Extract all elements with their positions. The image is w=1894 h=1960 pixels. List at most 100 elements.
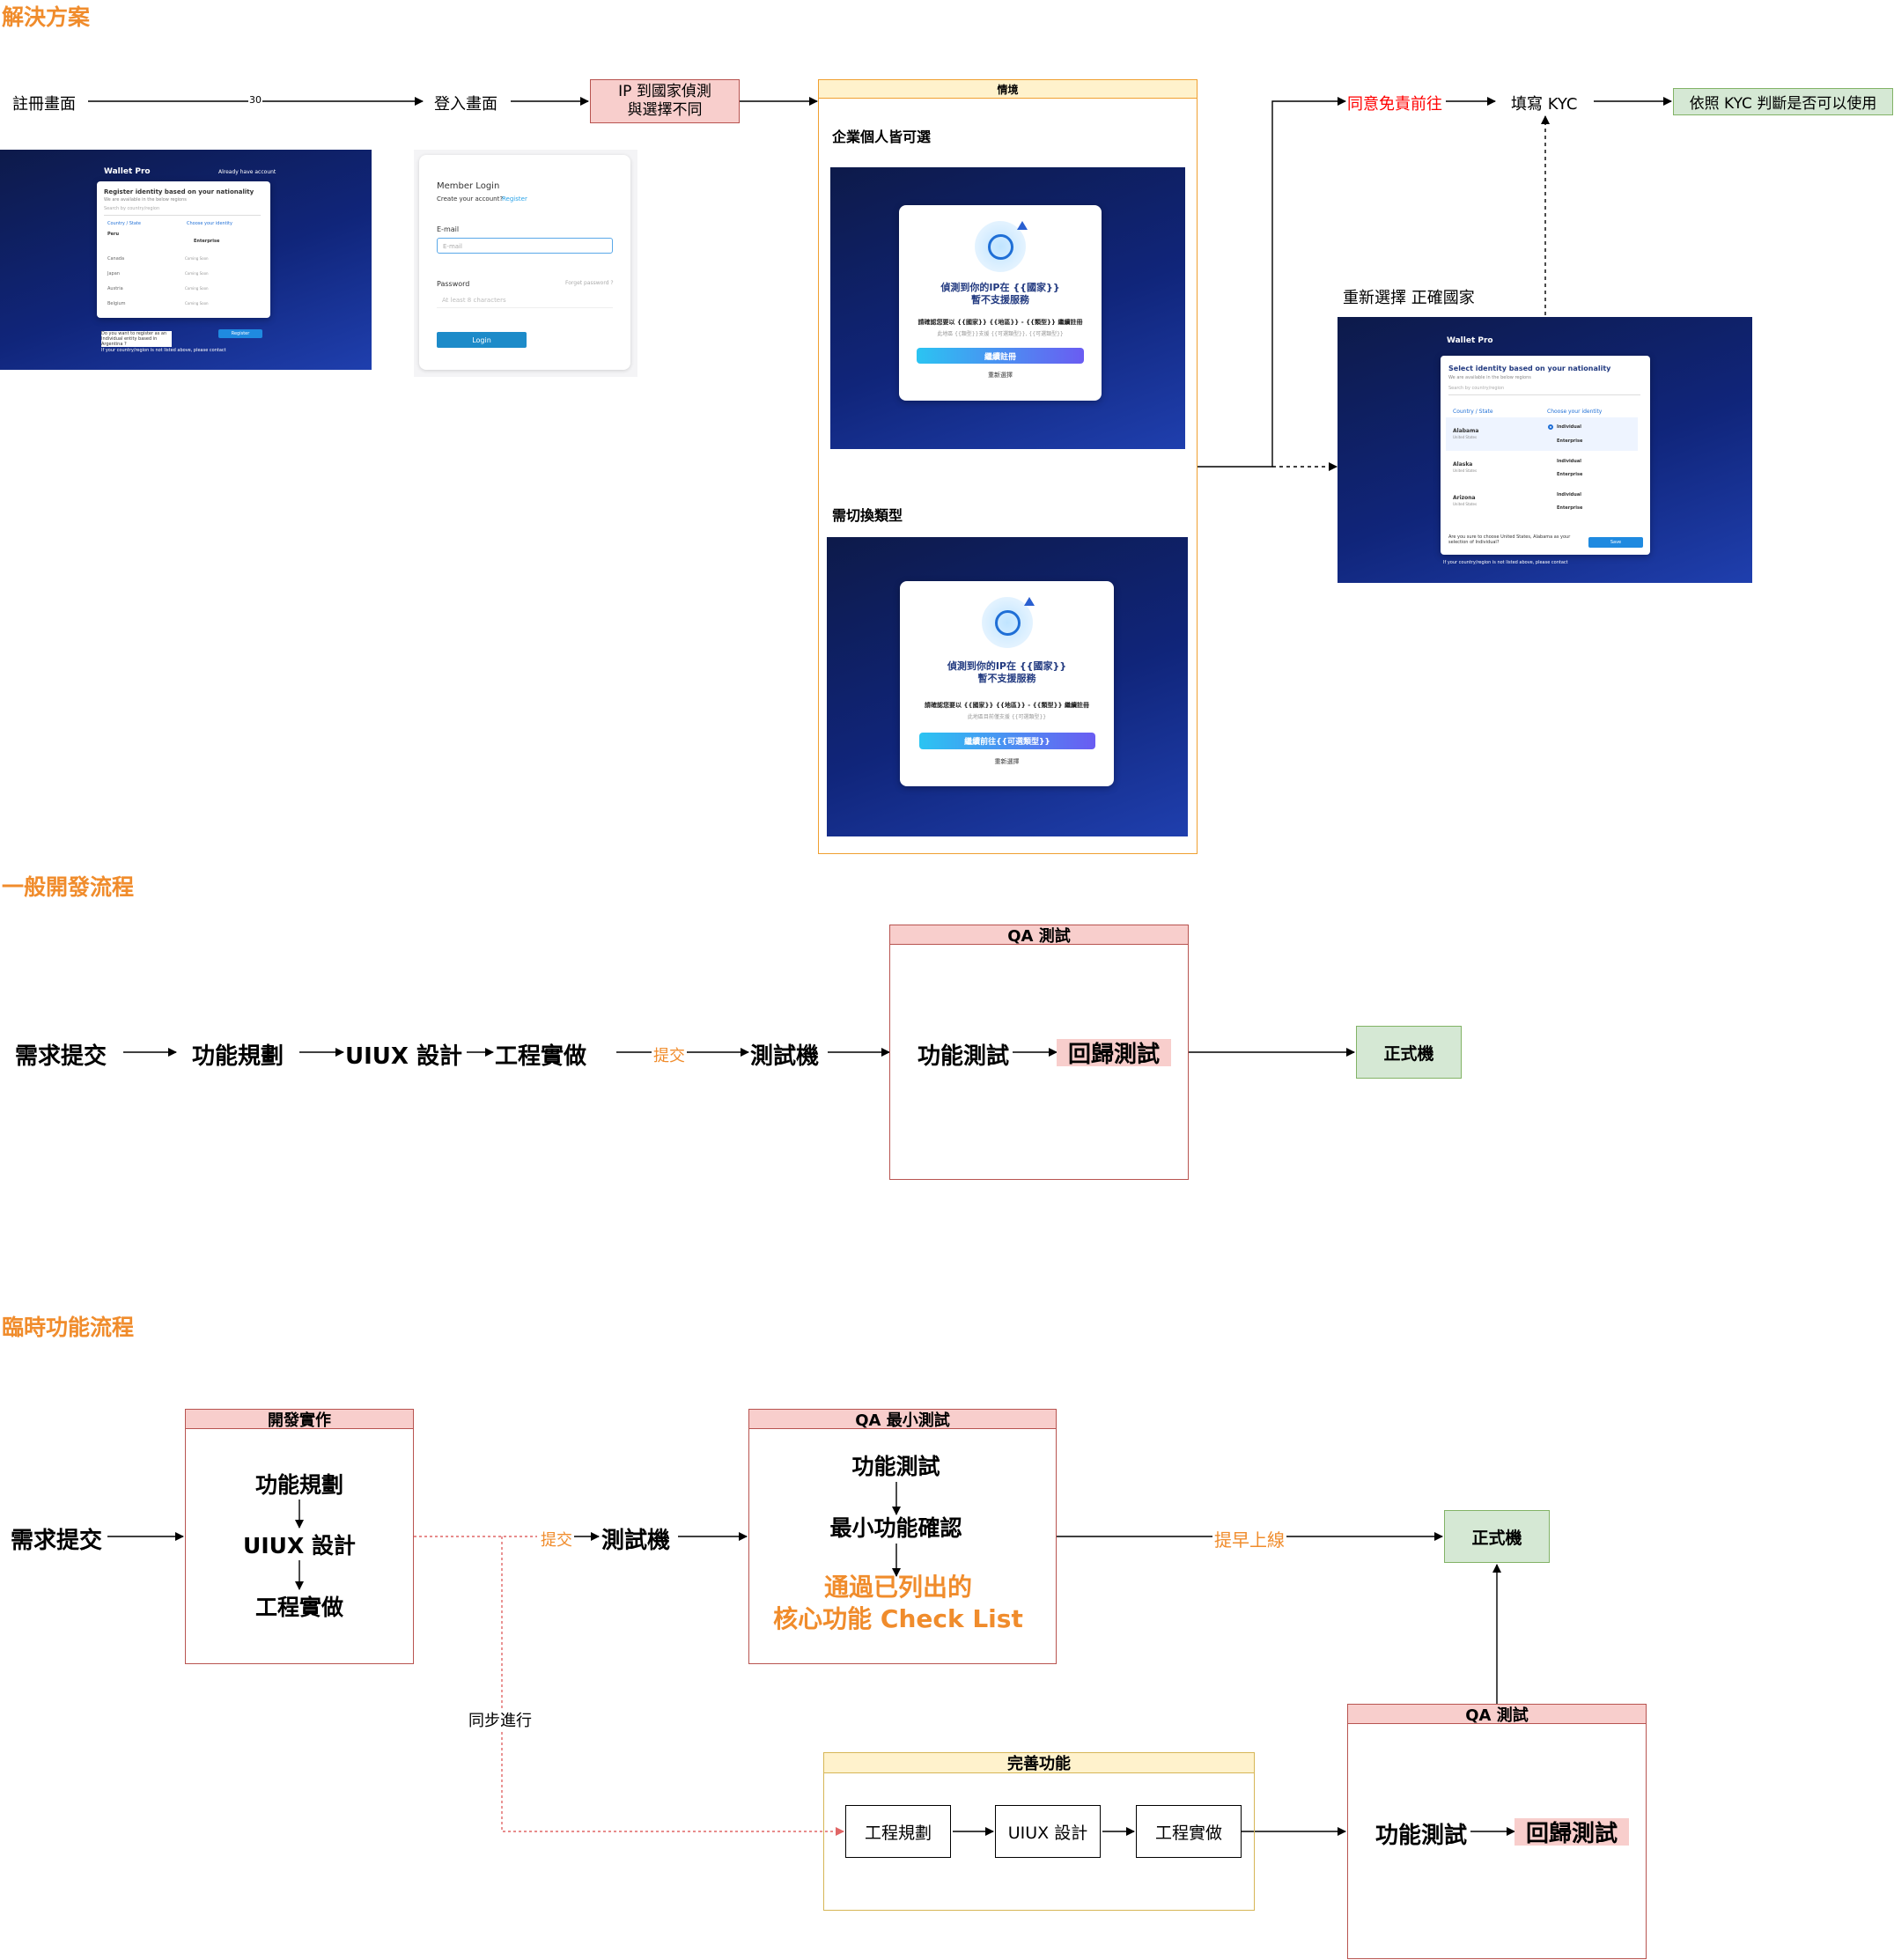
- continue-type-button[interactable]: 繼續前往{{可選類型}}: [919, 733, 1095, 749]
- login-title: Member Login: [437, 181, 500, 191]
- section-title-solution: 解決方案: [2, 4, 91, 30]
- t-func-test-2: 功能測試: [1375, 1823, 1468, 1849]
- popup-b-card: 偵測到你的IP在 {{國家}} 暫不支援服務 請確認您要以 {{國家}} {{地…: [900, 581, 1114, 786]
- identity-option[interactable]: Enterprise: [1557, 472, 1583, 477]
- g-func-test: 功能測試: [918, 1043, 1010, 1070]
- brand-logo: Wallet Pro: [104, 167, 151, 176]
- g-qa-header: QA 測試: [890, 925, 1188, 946]
- forget-password-link[interactable]: Forget password ?: [565, 280, 614, 286]
- identity-option[interactable]: Individual: [1557, 424, 1581, 430]
- t-uiux: UIUX 設計: [243, 1533, 356, 1558]
- popup-b-sub: 此地區目前僅支援 {{可選類型}}: [967, 714, 1047, 720]
- search-input[interactable]: Search by country/region: [104, 206, 261, 216]
- popup-a-title: 偵測到你的IP在 {{國家}} 暫不支援服務: [940, 282, 1060, 306]
- edge-label-30: 30: [248, 94, 262, 106]
- reselect-link[interactable]: 重新選擇: [994, 758, 1020, 765]
- node-agree-disclaimer: 同意免責前往: [1347, 95, 1442, 114]
- select-identity-mockup: Wallet Pro Select identity based on your…: [1338, 317, 1752, 583]
- scenario-b-title: 需切換類型: [832, 507, 903, 524]
- identity-option[interactable]: Enterprise: [194, 239, 220, 244]
- identity-option[interactable]: Enterprise: [1557, 438, 1583, 444]
- reselect-link[interactable]: 重新選擇: [988, 372, 1013, 379]
- register-confirm-text: Do you want to register as an Individual…: [101, 331, 172, 347]
- country-row[interactable]: Peru: [107, 232, 120, 237]
- g-feature-plan: 功能規劃: [192, 1043, 284, 1070]
- identity-option[interactable]: Individual: [1557, 459, 1581, 464]
- identity-option[interactable]: Individual: [1557, 492, 1581, 497]
- t-regression: 回歸測試: [1514, 1818, 1629, 1847]
- country-row[interactable]: Alaska: [1453, 461, 1473, 468]
- password-label: Password: [437, 280, 470, 288]
- column-identity: Choose your identity: [187, 221, 232, 226]
- popup-a-desc: 請確認您要以 {{國家}} {{地區}} - {{類型}} 繼續註冊: [918, 319, 1083, 326]
- login-screen-mockup: Member Login Create your account? Regist…: [414, 150, 637, 377]
- password-field[interactable]: At least 8 characters: [437, 292, 613, 308]
- t-requirement: 需求提交: [11, 1528, 103, 1554]
- t-feature-plan: 功能規劃: [254, 1472, 343, 1498]
- popup-b-mockup: 偵測到你的IP在 {{國家}} 暫不支援服務 請確認您要以 {{國家}} {{地…: [827, 537, 1188, 836]
- save-button[interactable]: Save: [1588, 537, 1643, 548]
- popup-a-sub: 此地區 {{類型}}支援 {{可選類型}}, {{可選類型}}: [937, 331, 1064, 337]
- country-row-sub: United States: [1453, 502, 1478, 506]
- g-production: 正式機: [1356, 1026, 1462, 1079]
- section-title-general: 一般開發流程: [2, 874, 135, 900]
- warning-icon: [1024, 597, 1035, 606]
- node-ip-detection: IP 到國家偵測 與選擇不同: [590, 79, 740, 123]
- g-uiux: UIUX 設計: [345, 1043, 462, 1070]
- country-row[interactable]: Canada: [107, 256, 125, 262]
- register-button[interactable]: Register: [218, 329, 262, 338]
- email-field[interactable]: E-mail: [437, 238, 613, 254]
- popup-b-title: 偵測到你的IP在 {{國家}} 暫不支援服務: [947, 660, 1067, 684]
- radio-icon[interactable]: [1548, 424, 1553, 430]
- continue-register-button[interactable]: 繼續註冊: [917, 348, 1084, 364]
- g-submit-label: 提交: [652, 1043, 687, 1066]
- node-login-screen: 登入畫面: [434, 95, 497, 114]
- country-row[interactable]: Arizona: [1453, 495, 1476, 501]
- select-card-subtitle: We are available in the below regions: [1448, 375, 1531, 380]
- coming-soon-badge: Coming Soon: [185, 256, 209, 261]
- section-title-temporary: 臨時功能流程: [2, 1315, 135, 1340]
- t-production: 正式機: [1444, 1510, 1550, 1563]
- already-account-link[interactable]: Already have account: [218, 169, 276, 175]
- selected-row-highlight: [1446, 417, 1638, 451]
- country-row-sub: United States: [1453, 435, 1478, 439]
- t-improve-container: 完善功能: [823, 1752, 1255, 1911]
- t-uiux-2: UIUX 設計: [995, 1805, 1101, 1858]
- popup-b-desc: 請確認您要以 {{國家}} {{地區}} - {{類型}} 繼續註冊: [925, 702, 1089, 709]
- search-input[interactable]: Search by country/region: [1448, 386, 1640, 395]
- t-engineering-2: 工程實做: [1136, 1805, 1242, 1858]
- popup-a-mockup: 偵測到你的IP在 {{國家}} 暫不支援服務 請確認您要以 {{國家}} {{地…: [830, 167, 1185, 449]
- country-row-sub: United States: [1453, 468, 1478, 473]
- contact-text: If your country/region is not listed abo…: [101, 348, 226, 353]
- country-row[interactable]: Belgium: [107, 301, 126, 306]
- email-label: E-mail: [437, 225, 460, 233]
- select-card: Select identity based on your nationalit…: [1441, 356, 1650, 555]
- t-improve-header: 完善功能: [824, 1753, 1254, 1773]
- g-engineering: 工程實做: [495, 1043, 587, 1070]
- edge-scenario-agree: [1198, 97, 1346, 468]
- register-card-title: Register identity based on your national…: [104, 188, 254, 195]
- g-qa-container: QA 測試: [889, 925, 1189, 1180]
- identity-option[interactable]: Enterprise: [1557, 505, 1583, 511]
- popup-a-card: 偵測到你的IP在 {{國家}} 暫不支援服務 請確認您要以 {{國家}} {{地…: [899, 205, 1102, 401]
- country-row[interactable]: Austria: [107, 286, 123, 291]
- register-link[interactable]: Register: [502, 195, 527, 203]
- node-reselect-country: 重新選擇 正確國家: [1343, 289, 1475, 307]
- login-card: Member Login Create your account? Regist…: [419, 155, 630, 370]
- country-row[interactable]: Japan: [107, 271, 120, 276]
- country-row[interactable]: Alabama: [1453, 428, 1479, 434]
- scenario-header: 情境: [819, 80, 1197, 99]
- t-qa-container: QA 測試: [1347, 1704, 1647, 1959]
- t-qa-min-header: QA 最小測試: [749, 1410, 1056, 1430]
- select-card-title: Select identity based on your nationalit…: [1448, 365, 1611, 372]
- t-dev-container: 開發實作: [185, 1409, 414, 1664]
- login-button[interactable]: Login: [437, 332, 527, 348]
- register-card: Register identity based on your national…: [97, 181, 270, 318]
- create-account-text: Create your account?: [437, 195, 504, 203]
- node-register-screen: 註冊畫面: [12, 95, 76, 114]
- t-checklist: 通過已列出的 核心功能 Check List: [773, 1573, 1023, 1633]
- t-eng-plan: 工程規劃: [845, 1805, 951, 1858]
- t-early-release-label: 提早上線: [1212, 1526, 1286, 1551]
- confirm-selection-text: Are you sure to choose United States, Al…: [1448, 534, 1571, 545]
- t-engineering: 工程實做: [254, 1595, 343, 1620]
